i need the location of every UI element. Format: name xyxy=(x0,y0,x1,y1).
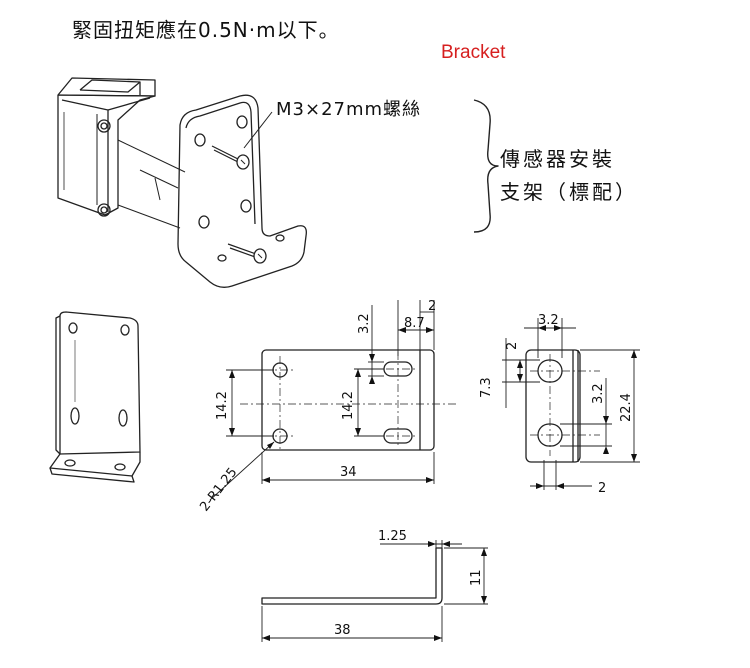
sensor-illustration xyxy=(57,77,156,217)
bracket-flat-illustration xyxy=(49,311,141,483)
dim-side-3-2-right: 3.2 xyxy=(591,383,606,404)
screw-callout: M3×27mm螺絲 xyxy=(276,99,422,120)
dim-profile-11: 11 xyxy=(469,569,484,586)
dim-side-22-4: 22.4 xyxy=(619,393,634,422)
profile-view xyxy=(261,547,443,605)
dim-front-radius: 2-R1.25 xyxy=(197,465,240,514)
profile-view-dimensions xyxy=(261,540,488,642)
bracket-illustration xyxy=(177,94,307,288)
dim-front-14-2-left: 14.2 xyxy=(215,391,230,420)
dim-profile-38: 38 xyxy=(334,623,351,638)
dim-front-14-2-mid: 14.2 xyxy=(341,391,356,420)
side-view xyxy=(525,349,600,463)
dim-side-7-3: 7.3 xyxy=(479,377,494,398)
dim-side-2-left: 2 xyxy=(505,342,520,350)
side-view-dimensions xyxy=(502,318,640,490)
front-view xyxy=(240,349,458,452)
dim-front-8-7: 8.7 xyxy=(404,316,425,331)
dim-front-2: 2 xyxy=(428,299,436,314)
dim-side-2-bottom: 2 xyxy=(598,481,606,496)
dim-profile-1-25: 1.25 xyxy=(378,529,407,544)
dim-front-34: 34 xyxy=(340,465,357,480)
dim-side-3-2-top: 3.2 xyxy=(538,313,559,328)
torque-note: 緊固扭矩應在0.5N·m以下。 xyxy=(72,18,340,42)
description-line-2: 支架（標配） xyxy=(500,180,638,204)
bracket-label: Bracket xyxy=(441,42,506,63)
description-line-1: 傳感器安裝 xyxy=(500,147,615,171)
dim-front-3-2: 3.2 xyxy=(357,313,372,334)
